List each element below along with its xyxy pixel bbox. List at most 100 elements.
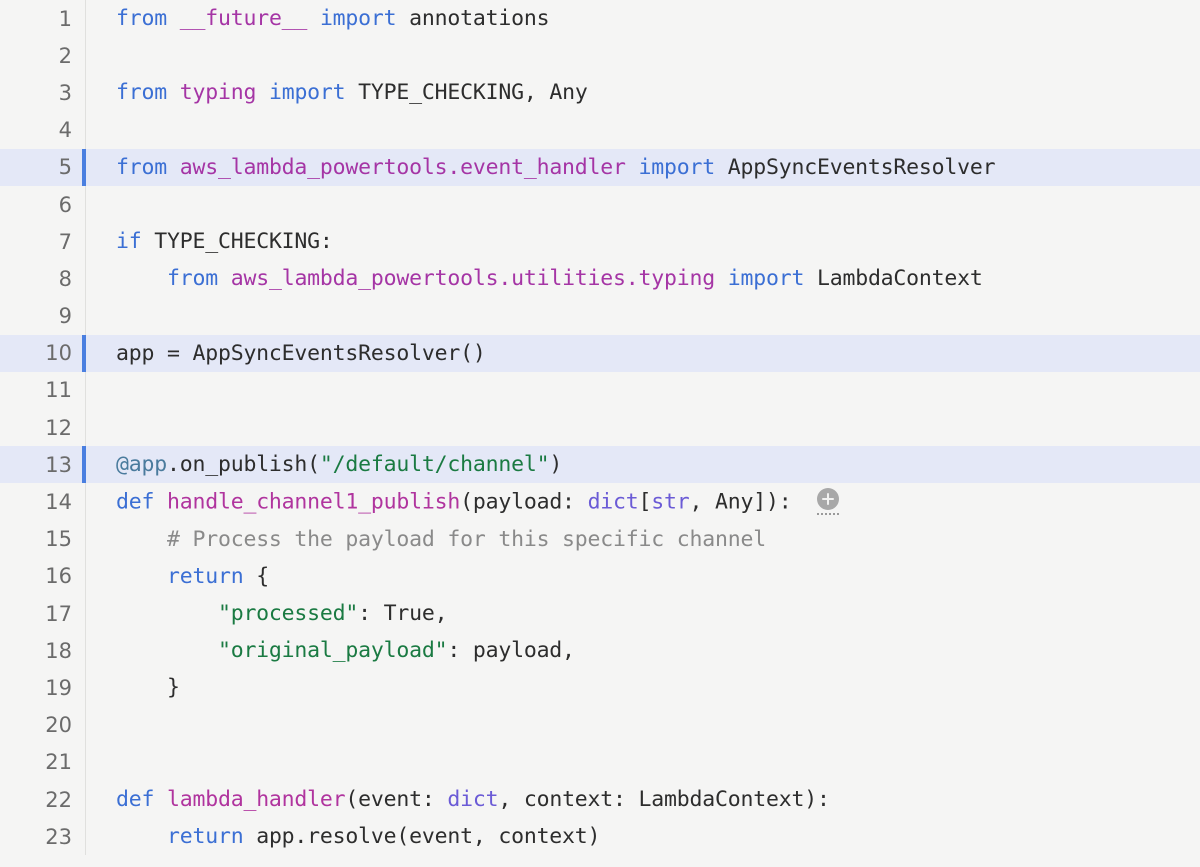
code-line-content[interactable]: return { xyxy=(86,557,1200,595)
code-token: import xyxy=(727,266,805,292)
code-token xyxy=(256,80,269,105)
code-line-content[interactable] xyxy=(86,371,1200,410)
code-token: str xyxy=(651,489,690,515)
code-line-content[interactable]: from typing import TYPE_CHECKING, Any xyxy=(86,74,1200,112)
code-line[interactable]: 8 from aws_lambda_powertools.utilities.t… xyxy=(0,260,1200,298)
code-token xyxy=(116,824,167,849)
line-number: 23 xyxy=(0,818,86,856)
line-number: 11 xyxy=(0,371,86,410)
code-line[interactable]: 4 xyxy=(0,111,1200,149)
code-token: from xyxy=(116,6,167,32)
line-number: 9 xyxy=(0,297,86,335)
line-number: 13 xyxy=(0,446,86,484)
code-token xyxy=(167,155,180,180)
line-number: 1 xyxy=(0,0,86,38)
code-token: import xyxy=(268,80,346,106)
code-line[interactable]: 9 xyxy=(0,297,1200,335)
code-token xyxy=(116,266,167,291)
add-button-underline xyxy=(817,512,840,515)
code-token xyxy=(116,564,167,589)
code-token xyxy=(167,80,180,105)
line-number: 6 xyxy=(0,185,86,224)
code-line[interactable]: 11 xyxy=(0,371,1200,410)
code-line[interactable]: 19 } xyxy=(0,669,1200,707)
code-line[interactable]: 16 return { xyxy=(0,557,1200,596)
code-line[interactable]: 2 xyxy=(0,37,1200,75)
code-line[interactable]: 13@app.on_publish("/default/channel") xyxy=(0,446,1200,484)
code-line-content[interactable]: "processed": True, xyxy=(86,595,1200,633)
code-token: .on_publish( xyxy=(166,452,320,478)
line-number: 8 xyxy=(0,260,86,298)
code-token xyxy=(116,601,218,626)
code-line-content[interactable] xyxy=(86,297,1200,335)
line-number: 22 xyxy=(0,780,86,819)
code-line[interactable]: 20 xyxy=(0,706,1200,744)
code-line-content[interactable] xyxy=(86,743,1200,781)
code-line-content[interactable]: } xyxy=(86,669,1200,707)
code-line-content[interactable]: from aws_lambda_powertools.event_handler… xyxy=(86,148,1200,186)
code-line-content[interactable]: from __future__ import annotations xyxy=(86,0,1200,38)
code-line-content[interactable]: app = AppSyncEventsResolver() xyxy=(86,334,1200,372)
code-token xyxy=(116,638,218,663)
code-line[interactable]: 6 xyxy=(0,185,1200,224)
code-line[interactable]: 15 # Process the payload for this specif… xyxy=(0,520,1200,559)
line-number: 21 xyxy=(0,743,86,782)
line-number: 19 xyxy=(0,669,86,707)
code-line-content[interactable] xyxy=(86,185,1200,224)
code-line-content[interactable]: "original_payload": payload, xyxy=(86,632,1200,670)
line-number: 15 xyxy=(0,520,86,559)
plus-icon xyxy=(817,487,840,510)
line-number: 2 xyxy=(0,37,86,75)
code-token: lambda_handler xyxy=(166,787,346,813)
code-line-content[interactable] xyxy=(86,409,1200,447)
code-token: app = AppSyncEventsResolver() xyxy=(116,340,486,366)
code-token xyxy=(167,6,180,31)
code-token: : payload, xyxy=(447,638,575,664)
code-token: AppSyncEventsResolver xyxy=(715,154,996,180)
code-line-content[interactable]: return app.resolve(event, context) xyxy=(86,818,1200,856)
code-token: __future__ xyxy=(179,6,308,32)
code-line-content[interactable]: if TYPE_CHECKING: xyxy=(86,223,1200,261)
line-number: 16 xyxy=(0,557,86,596)
code-line-content[interactable]: @app.on_publish("/default/channel") xyxy=(86,446,1200,484)
code-token: , context: LambdaContext): xyxy=(498,787,830,813)
code-line[interactable]: 18 "original_payload": payload, xyxy=(0,632,1200,670)
add-button[interactable] xyxy=(817,487,840,515)
code-token: : True, xyxy=(358,601,448,627)
code-line-content[interactable] xyxy=(86,706,1200,744)
code-token: , Any]): xyxy=(689,489,792,515)
code-token xyxy=(154,489,167,514)
line-number: 12 xyxy=(0,409,86,447)
code-line-content[interactable] xyxy=(86,37,1200,75)
code-line-content[interactable]: def lambda_handler(event: dict, context:… xyxy=(86,780,1200,819)
code-line[interactable]: 12 xyxy=(0,409,1200,447)
code-line-content[interactable]: def handle_channel1_publish(payload: dic… xyxy=(86,483,1200,521)
code-token: app.resolve(event, context) xyxy=(243,824,601,850)
code-line[interactable]: 23 return app.resolve(event, context) xyxy=(0,818,1200,856)
code-token: from xyxy=(116,154,167,180)
line-number: 3 xyxy=(0,74,86,112)
code-token xyxy=(218,266,231,291)
code-line[interactable]: 21 xyxy=(0,743,1200,782)
code-token: if xyxy=(116,229,142,255)
code-token: (event: xyxy=(345,787,448,813)
code-line[interactable]: 17 "processed": True, xyxy=(0,595,1200,633)
code-line-content[interactable] xyxy=(86,111,1200,149)
code-token: [ xyxy=(638,489,652,515)
line-number: 5 xyxy=(0,148,86,187)
code-token: # Process the payload for this specific … xyxy=(166,526,766,552)
code-token: def xyxy=(116,787,155,813)
code-token xyxy=(116,527,167,552)
code-token: TYPE_CHECKING, Any xyxy=(345,80,588,106)
code-line-content[interactable]: from aws_lambda_powertools.utilities.typ… xyxy=(86,260,1200,298)
code-line-content[interactable]: # Process the payload for this specific … xyxy=(86,520,1200,558)
